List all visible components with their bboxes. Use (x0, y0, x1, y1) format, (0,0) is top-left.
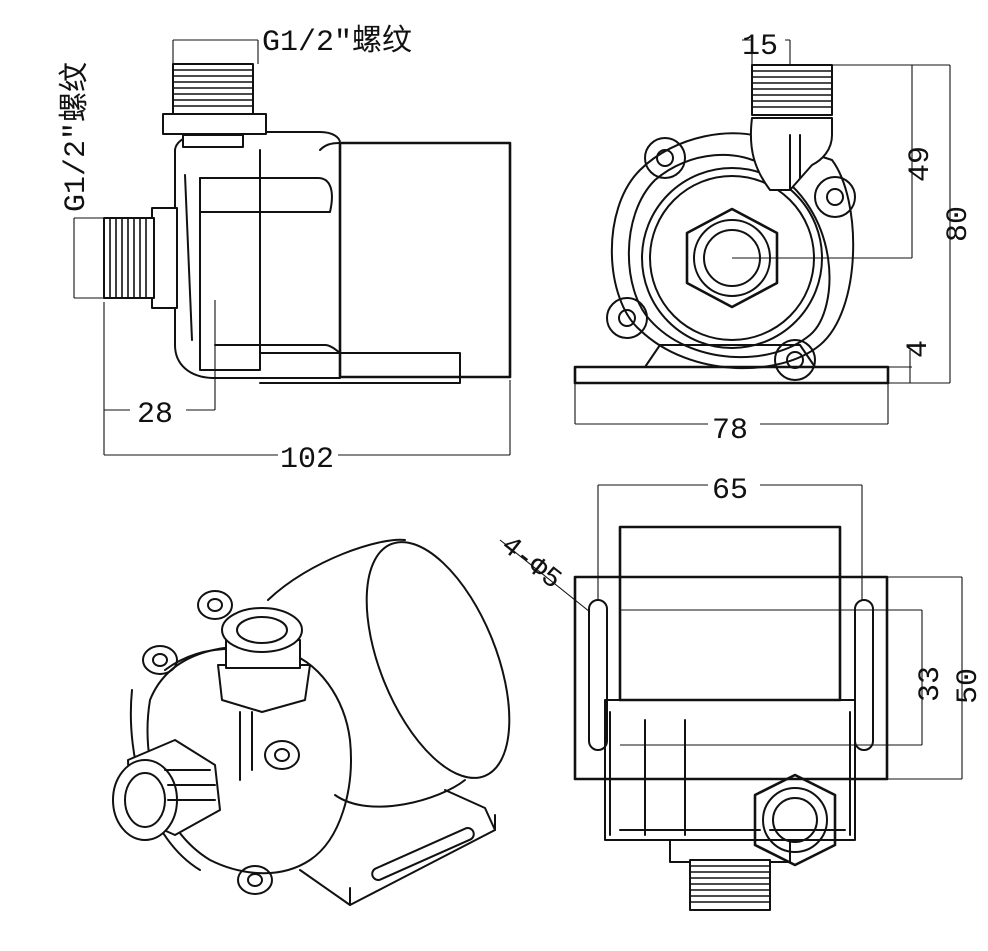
dim-base-width: 78 (712, 414, 748, 448)
dim-outlet-offset: 15 (742, 30, 778, 64)
side-view (73, 39, 512, 456)
front-view (573, 39, 951, 425)
dim-base-depth: 50 (952, 668, 986, 704)
dim-holes: 4-Φ5 (494, 531, 566, 597)
dim-inlet-length: 28 (137, 398, 173, 432)
top-view (499, 484, 963, 911)
dim-total-length: 102 (280, 443, 334, 477)
dim-total-height: 80 (942, 206, 976, 242)
dim-width: 65 (712, 474, 748, 508)
iso-view (112, 538, 511, 906)
inlet-thread-label: G1/2″螺纹 (58, 62, 94, 212)
dim-hole-spacing: 33 (914, 666, 948, 702)
outlet-thread-label: G1/2″螺纹 (262, 24, 412, 60)
dim-base-thickness: 4 (902, 340, 936, 358)
dim-outlet-center-height: 49 (904, 146, 938, 182)
